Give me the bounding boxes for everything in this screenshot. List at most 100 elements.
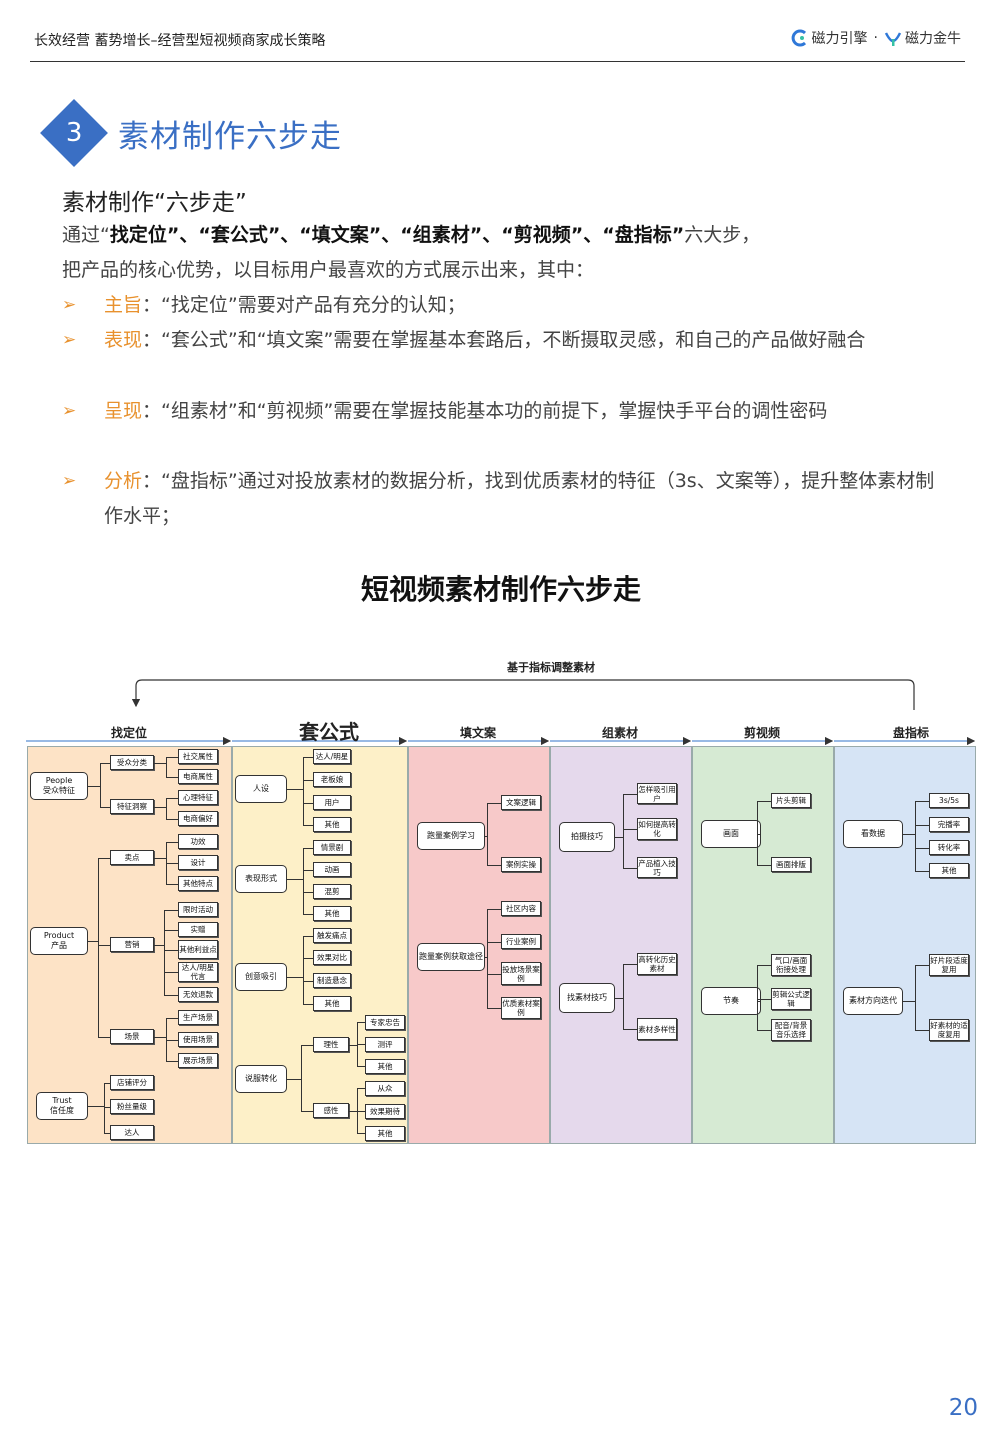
connector-line	[757, 999, 771, 1000]
feedback-arrows	[26, 679, 976, 746]
connector-line	[349, 1044, 357, 1046]
leaf-node: 其他	[929, 863, 969, 878]
leaf-node: 其他	[365, 1126, 405, 1141]
intro-paragraph: 通过“找定位”、“套公式”、“填文案”、“组素材”、“剪视频”、“盘指标”六大步…	[62, 218, 952, 288]
connector-line	[615, 837, 623, 838]
connector-line	[154, 857, 166, 859]
leaf-node: 其他	[313, 906, 351, 921]
branch-node: 感性	[313, 1103, 349, 1118]
bullet-arrow-icon: ➢	[62, 471, 77, 491]
connector-line	[915, 965, 929, 966]
connector-line	[303, 913, 313, 915]
root-node: 说服转化	[235, 1065, 287, 1093]
leaf-node: 测评	[365, 1037, 405, 1052]
connector-line	[757, 1030, 771, 1031]
leaf-node: 达人/明星	[313, 749, 351, 764]
leaf-node: 生产场景	[178, 1010, 218, 1025]
connector-line	[100, 762, 101, 808]
feedback-loop-label: 基于指标调整素材	[507, 661, 595, 674]
connector-line	[166, 1017, 178, 1019]
logo-cili-jinniu: 磁力金牛	[905, 31, 961, 47]
connector-line	[303, 802, 313, 804]
connector-line	[757, 800, 771, 802]
connector-line	[357, 1044, 365, 1045]
root-node: Product 产品	[30, 927, 88, 955]
leaf-node: 产品植入技巧	[637, 857, 677, 878]
step-label-3: 填文案	[459, 726, 496, 740]
connector-line	[166, 756, 178, 758]
branch-node: 粉丝量级	[110, 1099, 154, 1114]
step-label-6: 盘指标	[892, 726, 929, 740]
column-assemble-material: 拍摄技巧找素材技巧怎样吸引用户如何提高转化产品植入技巧高转化历史素材素材多样性	[550, 746, 692, 1144]
bullet-item: ➢ 呈现：“组素材”和“剪视频”需要在掌握技能基本功的前提下，掌握快手平台的调性…	[62, 394, 942, 429]
bullet-item: ➢ 分析：“盘指标”通过对投放素材的数据分析，找到优质素材的特征（3s、文案等）…	[62, 464, 942, 534]
leaf-node: 专家忠告	[365, 1015, 405, 1030]
intro-keywords: 找定位”、“套公式”、“填文案”、“组素材”、“剪视频”、“盘指标”	[109, 224, 685, 246]
connector-line	[915, 847, 929, 849]
bullet-text: ：“找定位”需要对产品有充分的认知；	[142, 294, 466, 316]
branch-node: 受众分类	[110, 755, 154, 770]
connector-line	[104, 1106, 110, 1108]
intro-text-1: 通过“	[62, 224, 110, 246]
cili-engine-logo-icon	[791, 29, 806, 47]
connector-line	[915, 800, 929, 802]
leaf-node: 混剪	[313, 884, 351, 899]
leaf-node: 怎样吸引用户	[637, 783, 677, 804]
connector-line	[487, 802, 501, 804]
connector-line	[154, 944, 164, 946]
bullet-arrow-icon: ➢	[62, 295, 77, 315]
step-label-4: 组素材	[601, 726, 638, 740]
connector-line	[154, 762, 166, 764]
connector-line	[623, 867, 637, 869]
branch-node: 卖点	[110, 850, 154, 865]
connector-line	[487, 864, 501, 866]
connector-line	[301, 1044, 313, 1046]
connector-line	[98, 944, 110, 946]
leaf-node: 配音/背景音乐选择	[771, 1019, 811, 1041]
leaf-node: 好片段适度复用	[929, 954, 969, 976]
leaf-node: 其他特点	[178, 876, 218, 891]
connector-line	[88, 786, 100, 787]
connector-line	[357, 1133, 365, 1134]
connector-line	[487, 973, 501, 975]
connector-line	[487, 1008, 501, 1009]
leaf-node: 效果对比	[313, 950, 351, 965]
connector-line	[98, 1036, 110, 1038]
column-fill-copy: 跑量案例学习跑量案例获取途径文案逻辑案例实操社区内容行业案例投放场景案例优质素材…	[408, 746, 550, 1144]
connector-line	[166, 1060, 178, 1062]
connector-line	[485, 957, 487, 958]
branch-node: 达人	[110, 1125, 154, 1140]
root-node: 素材方向迭代	[843, 987, 903, 1015]
subheading: 素材制作“六步走”	[62, 190, 247, 216]
leaf-node: 心理特征	[178, 790, 218, 805]
branch-node: 特征洞察	[110, 799, 154, 814]
connector-line	[303, 935, 313, 937]
connector-line	[757, 800, 758, 866]
leaf-node: 画面排版	[771, 857, 811, 872]
connector-line	[164, 972, 178, 973]
connector-line	[615, 998, 623, 999]
connector-line	[164, 909, 178, 911]
leaf-node: 素材多样性	[637, 1018, 677, 1040]
connector-line	[303, 847, 313, 849]
connector-line	[757, 1001, 761, 1002]
logo-cili-engine: 磁力引擎	[811, 31, 868, 47]
connector-line	[357, 1022, 365, 1023]
connector-line	[357, 1111, 365, 1112]
connector-line	[303, 1003, 313, 1005]
leaf-node: 文案逻辑	[501, 795, 541, 810]
leaf-node: 限时活动	[178, 902, 218, 917]
step-label-1: 找定位	[110, 726, 147, 740]
connector-line	[757, 864, 771, 866]
root-node: 节奏	[701, 987, 761, 1015]
step-label-2: 套公式	[299, 720, 359, 744]
leaf-node: 其他	[313, 996, 351, 1011]
connector-line	[357, 1088, 365, 1089]
bullet-arrow-icon: ➢	[62, 330, 77, 350]
leaf-node: 功效	[178, 834, 218, 849]
connector-line	[287, 789, 303, 790]
bullet-item: ➢ 主旨：“找定位”需要对产品有充分的认知；	[62, 288, 942, 323]
connector-line	[303, 935, 304, 1005]
connector-line	[166, 797, 178, 799]
connector-line	[303, 869, 313, 871]
